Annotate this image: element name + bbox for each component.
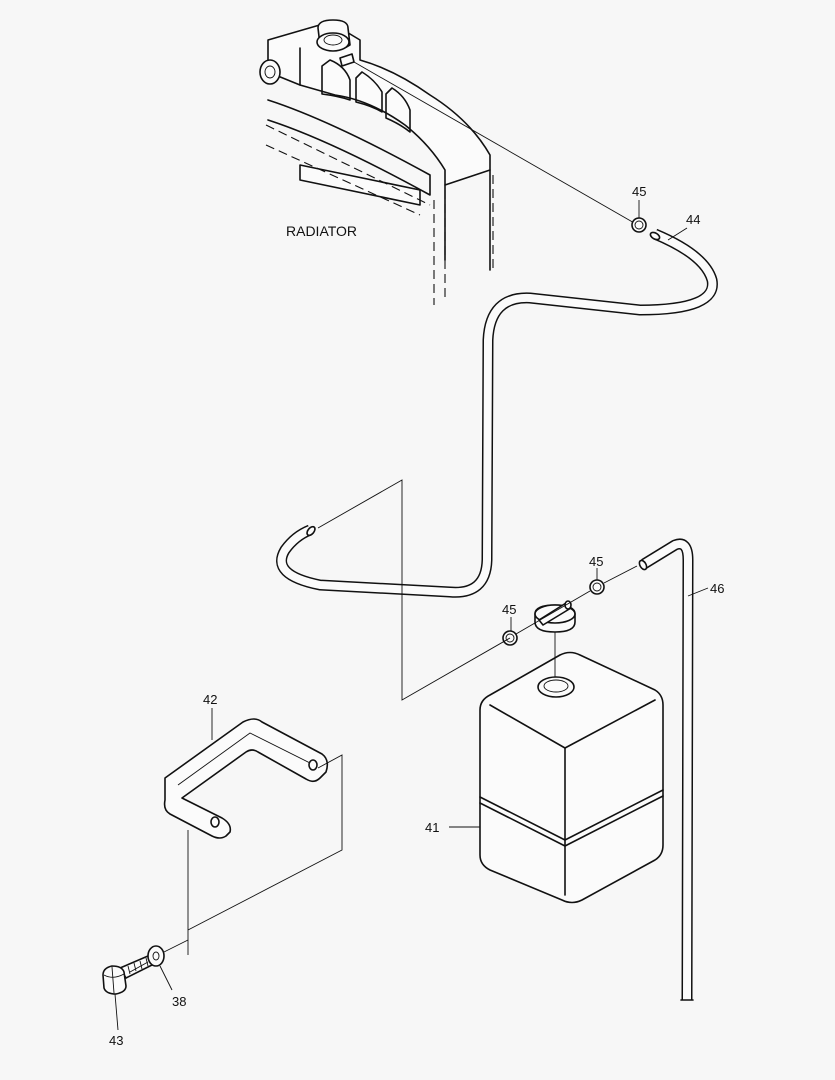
bolt-43 (102, 955, 155, 995)
assembly-lines (114, 200, 709, 1031)
bracket-42 (163, 718, 329, 839)
radiator (259, 19, 637, 305)
clamp-45-middle (589, 579, 605, 595)
callout-45-middle: 45 (589, 554, 603, 569)
hose-44 (276, 228, 718, 598)
callout-41: 41 (425, 820, 439, 835)
callout-44: 44 (686, 212, 700, 227)
callout-45-lower: 45 (502, 602, 516, 617)
clamp-45-top (631, 217, 647, 233)
washer-38 (147, 945, 165, 967)
callout-46: 46 (710, 581, 724, 596)
callout-42: 42 (203, 692, 217, 707)
reservoir-cap (534, 600, 576, 633)
radiator-label: RADIATOR (286, 223, 357, 239)
callout-45-top: 45 (632, 184, 646, 199)
reservoir-tank-41 (479, 651, 664, 904)
hose-46 (638, 538, 694, 1001)
callout-38: 38 (172, 994, 186, 1009)
callout-43: 43 (109, 1033, 123, 1048)
